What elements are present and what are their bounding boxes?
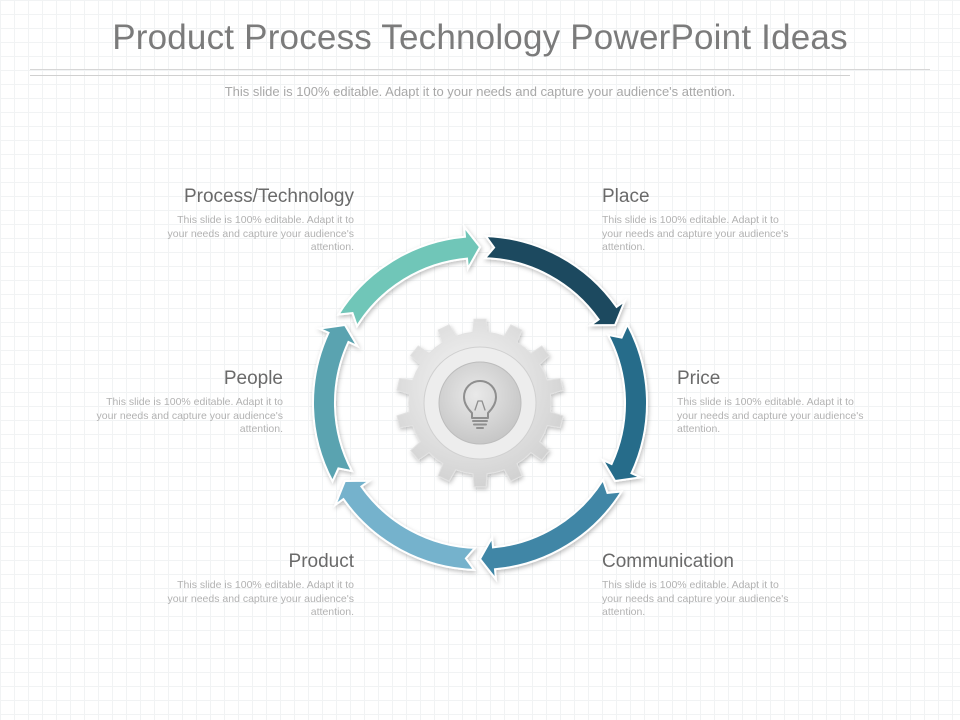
step-description: This slide is 100% editable. Adapt it to… [167, 214, 354, 253]
step-description: This slide is 100% editable. Adapt it to… [602, 214, 789, 253]
step-price: Price This slide is 100% editable. Adapt… [677, 368, 917, 437]
step-process-technology: Process/Technology This slide is 100% ed… [114, 186, 354, 255]
step-title: Price [677, 368, 721, 389]
arrow-process-technology [336, 223, 482, 329]
step-description: This slide is 100% editable. Adapt it to… [677, 396, 864, 435]
slide-title: Product Process Technology PowerPoint Id… [112, 18, 848, 57]
title-divider-top [30, 69, 930, 70]
step-description: This slide is 100% editable. Adapt it to… [602, 579, 789, 618]
arrow-communication [478, 477, 624, 583]
step-title: People [223, 368, 283, 389]
title-divider-bottom [30, 75, 850, 76]
step-title: Process/Technology [183, 186, 354, 207]
arrow-people [311, 323, 361, 484]
arrow-price [599, 322, 649, 483]
step-place: Place This slide is 100% editable. Adapt… [602, 186, 842, 255]
step-people: People This slide is 100% editable. Adap… [43, 368, 283, 437]
step-description: This slide is 100% editable. Adapt it to… [96, 396, 283, 435]
step-title: Communication [602, 551, 734, 572]
step-description: This slide is 100% editable. Adapt it to… [167, 579, 354, 618]
step-communication: Communication This slide is 100% editabl… [602, 551, 842, 620]
lightbulb-icon [463, 380, 497, 429]
step-title: Product [288, 551, 354, 572]
step-product: Product This slide is 100% editable. Ada… [114, 551, 354, 620]
step-title: Place [602, 186, 650, 207]
arrow-place [482, 235, 627, 327]
gear-icon [396, 318, 564, 488]
slide-subtitle: This slide is 100% editable. Adapt it to… [224, 84, 736, 99]
arrow-product [333, 479, 478, 571]
